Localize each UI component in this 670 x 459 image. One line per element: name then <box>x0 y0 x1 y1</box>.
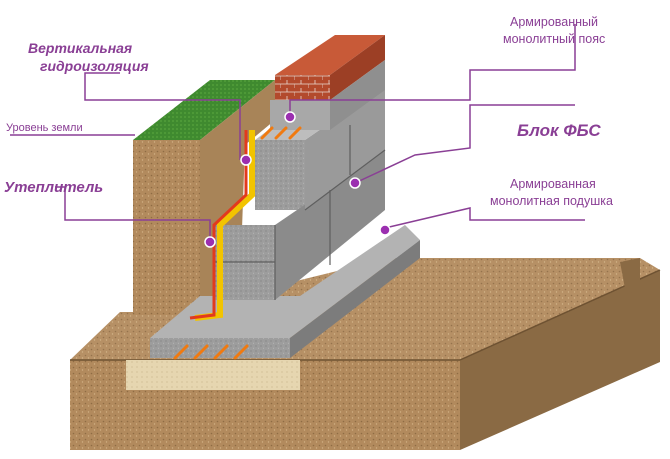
markers <box>204 111 391 248</box>
trench-notch <box>620 258 640 294</box>
label-vertical-waterproofing-line1: Вертикальная <box>28 40 132 56</box>
block-wall-upper-front <box>255 140 305 210</box>
brick-top <box>275 35 385 75</box>
label-ground-level: Уровень земли <box>6 122 83 134</box>
brick-front <box>275 75 330 100</box>
sand-bed <box>126 360 300 390</box>
label-insulation: Утеплитель <box>4 179 103 196</box>
waterproofing-layer <box>189 130 248 320</box>
rebar-marks <box>173 126 302 360</box>
soil-mass-front <box>133 140 200 315</box>
marker-waterproofing <box>240 154 252 166</box>
brick-side <box>330 35 385 100</box>
soil-mass-top <box>133 80 275 140</box>
label-vertical-waterproofing-line2: гидроизоляция <box>40 58 149 74</box>
label-reinforced-cushion-line2: монолитная подушка <box>490 194 613 208</box>
ground-slab-side <box>460 270 660 450</box>
belt-side <box>330 60 385 130</box>
marker-insulation <box>204 236 216 248</box>
label-reinforced-belt-line2: монолитный пояс <box>503 32 605 46</box>
footing-side <box>290 240 420 358</box>
marker-cushion <box>379 224 391 236</box>
marker-fbs <box>349 177 361 189</box>
label-reinforced-cushion-line1: Армированная <box>510 177 596 191</box>
footing-front <box>150 338 290 358</box>
belt-front <box>270 100 330 130</box>
block-wall-side-upper <box>305 85 385 210</box>
label-fbs-block: Блок ФБС <box>517 121 601 140</box>
label-reinforced-belt-line1: Армированный <box>510 15 598 29</box>
leader-lines <box>10 24 585 242</box>
marker-belt <box>284 111 296 123</box>
